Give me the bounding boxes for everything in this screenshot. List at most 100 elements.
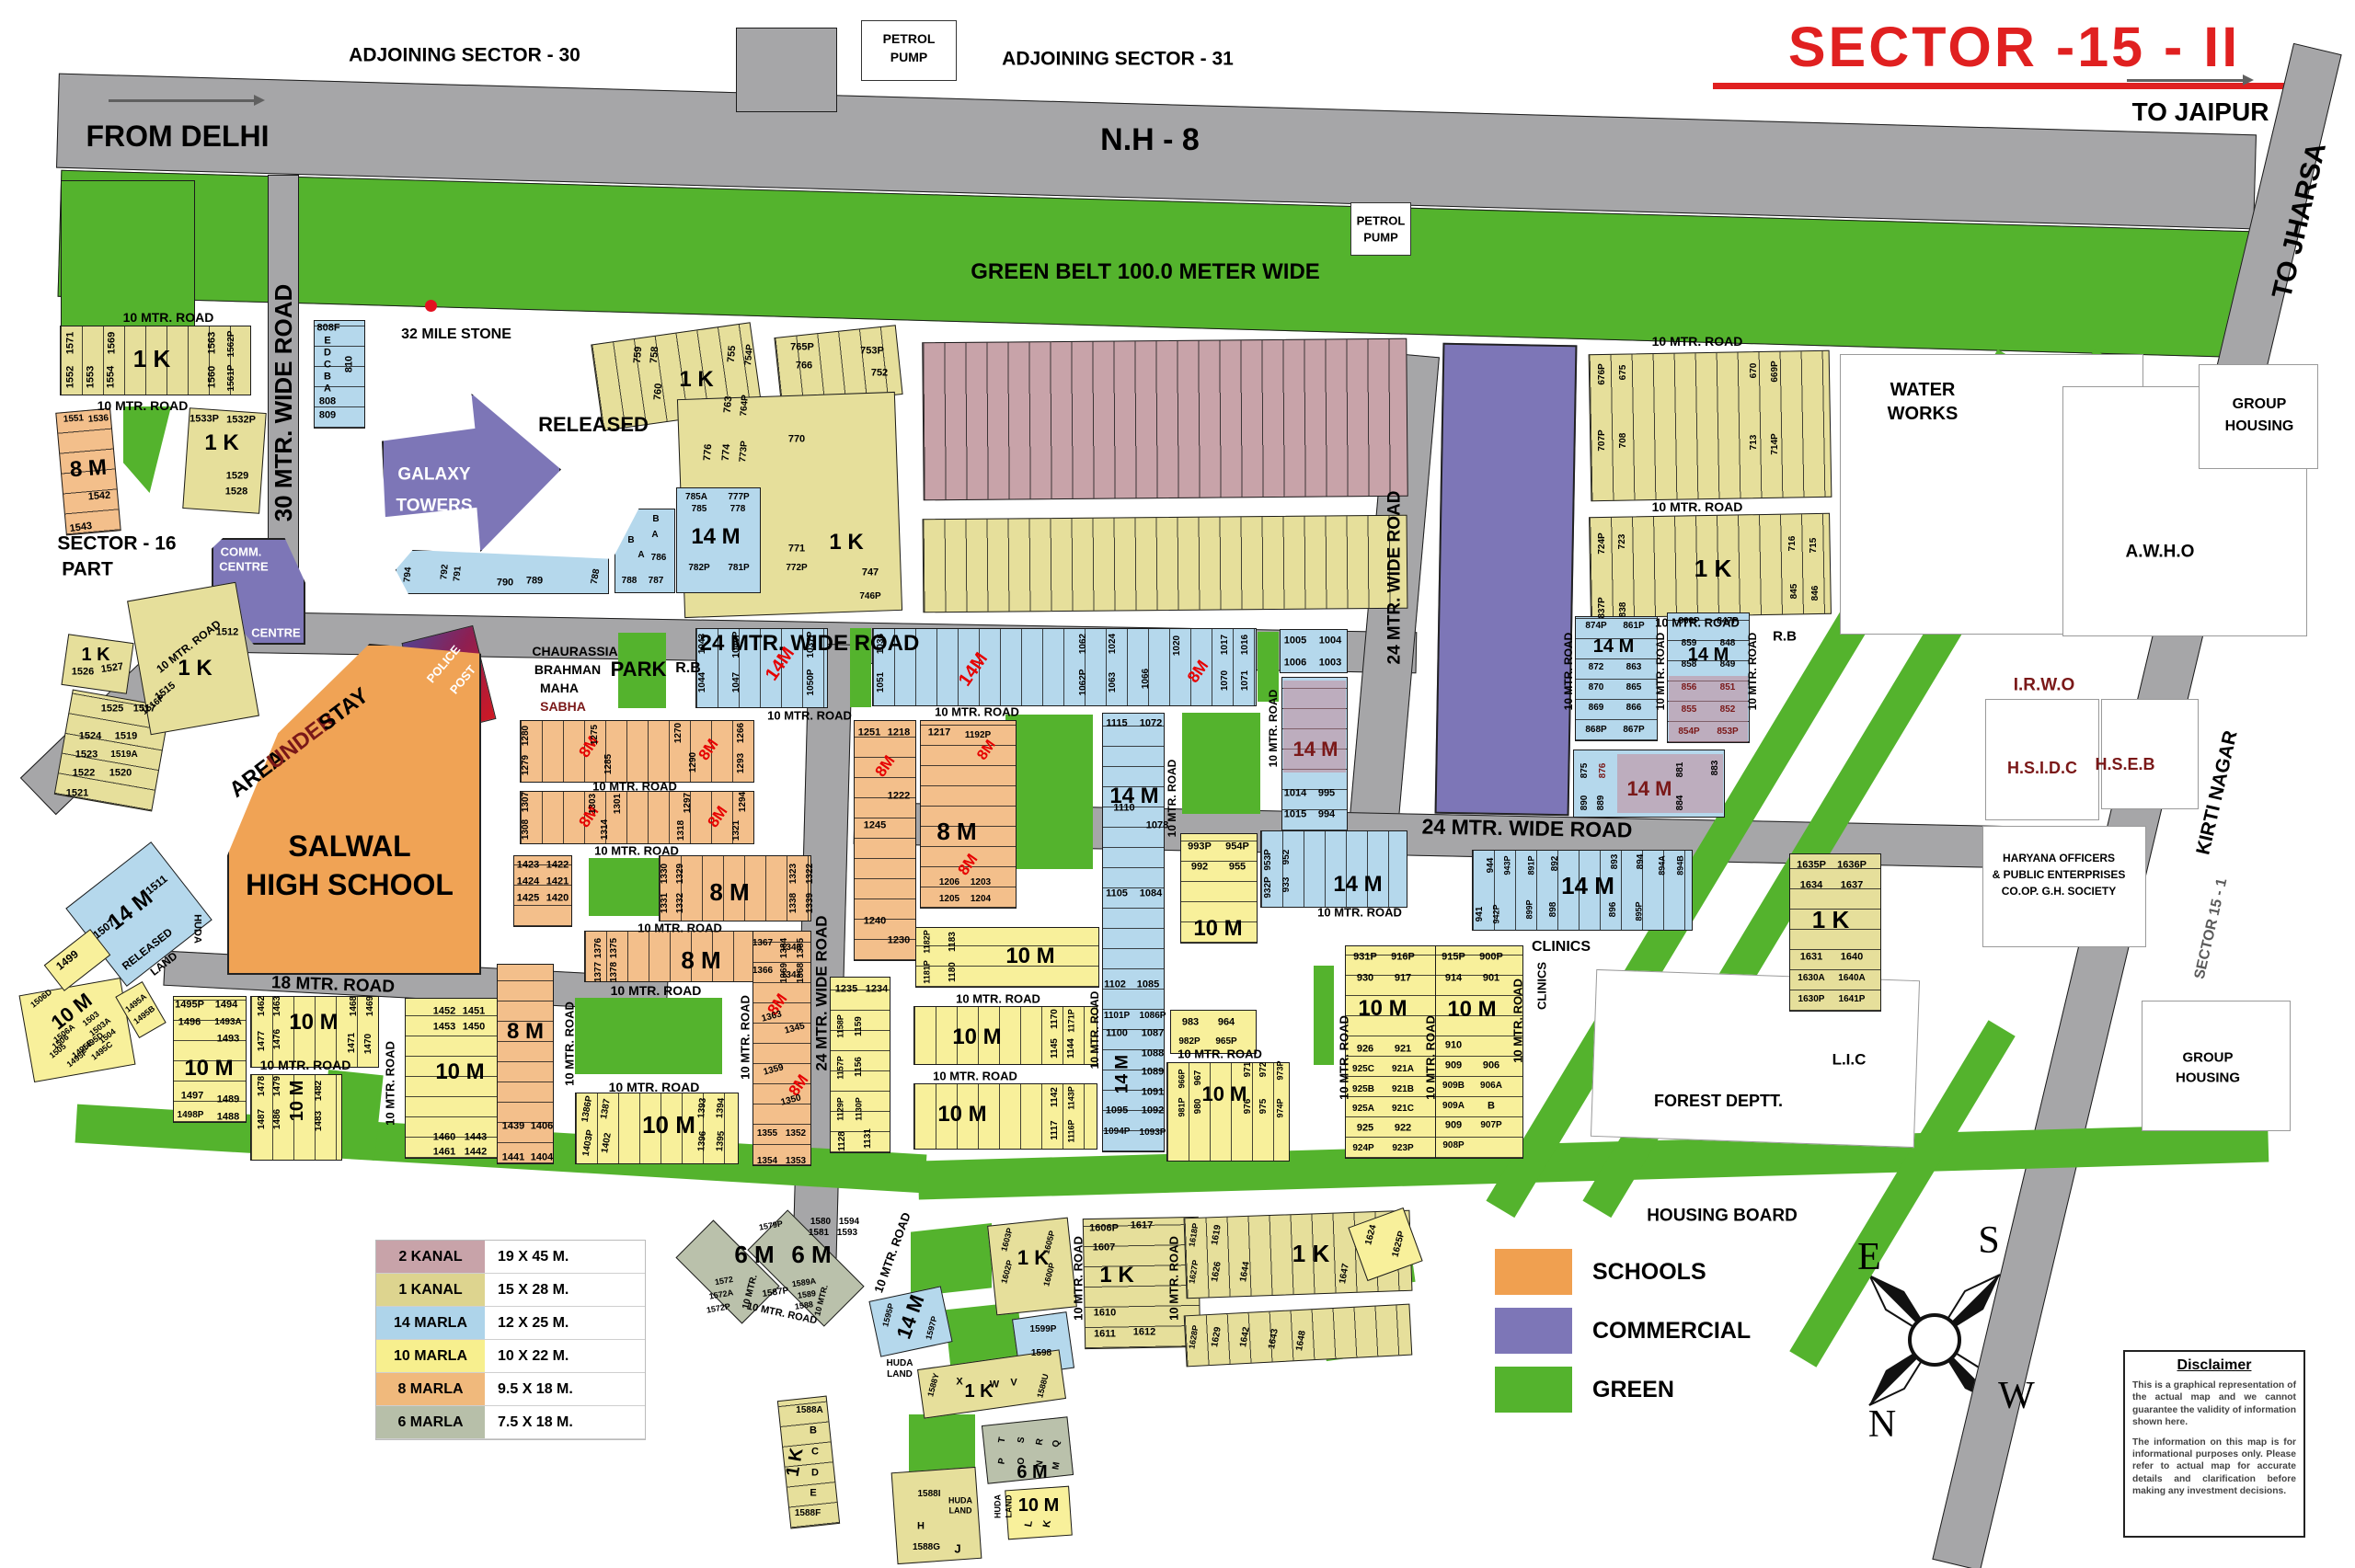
- map-label: 973P: [1275, 1060, 1285, 1081]
- map-label: N.H - 8: [1100, 122, 1200, 157]
- map-label: 854P: [1678, 727, 1700, 737]
- map-label: R: [1034, 1437, 1046, 1447]
- map-label: 931P: [1353, 951, 1377, 963]
- map-label: 1294: [738, 791, 748, 813]
- b-1635: [1789, 853, 1881, 1012]
- map-label: 1290: [688, 751, 698, 773]
- map-label: 1322: [805, 863, 815, 885]
- map-label: 1525: [100, 703, 124, 715]
- map-label: 773P: [738, 440, 750, 464]
- map-label: 781P: [728, 563, 750, 573]
- map-label: 865: [1626, 682, 1642, 692]
- map-label: 1489: [216, 1093, 240, 1105]
- road-label: 10 MTR. ROAD: [592, 779, 677, 794]
- map-label: 1606P: [1089, 1222, 1119, 1234]
- b-y-row3: [913, 1083, 1097, 1150]
- b-d: [1472, 850, 1693, 931]
- map-label: 965P: [1215, 1036, 1237, 1047]
- map-label: L.I.C: [1832, 1050, 1867, 1069]
- map-label: 1070: [1220, 670, 1230, 692]
- map-label: 1496: [178, 1016, 201, 1028]
- map-label: 1 K: [1292, 1240, 1330, 1267]
- map-label: 942P: [1491, 904, 1501, 924]
- map-label: 778: [729, 504, 746, 514]
- map-label: 10 M: [1358, 996, 1407, 1021]
- map-label: 10 M: [642, 1111, 695, 1139]
- map-label: 861P: [1623, 621, 1645, 631]
- map-label: 1014: [1283, 787, 1307, 799]
- map-label: 1353: [785, 1156, 807, 1166]
- map-label: 1130P: [854, 1097, 864, 1121]
- map-label: 1089: [1141, 1066, 1165, 1078]
- map-label: 898: [1548, 901, 1558, 918]
- map-label: 1588F: [794, 1508, 821, 1518]
- b-1158: [830, 977, 890, 1153]
- map-label: B: [627, 535, 635, 545]
- map-label: 1331: [660, 892, 670, 914]
- road-label: 10 MTR. ROAD: [610, 983, 702, 998]
- map-label: 1181P: [922, 960, 932, 984]
- map-label: 8 M: [69, 454, 108, 483]
- b-1k-strip: [922, 514, 1408, 613]
- map-label: 1394: [715, 1097, 727, 1119]
- map-label: 1521: [65, 787, 89, 799]
- map-label: 1016: [1240, 634, 1250, 656]
- map-label: 921: [1394, 1043, 1412, 1055]
- map-label: 1396: [696, 1130, 708, 1152]
- landuse-legend-row: GREEN: [1495, 1367, 1751, 1413]
- map-label: 758: [648, 346, 661, 364]
- map-label: 925B: [1352, 1084, 1374, 1094]
- map-label: 925: [1356, 1122, 1374, 1134]
- map-label: 1085: [1136, 979, 1160, 990]
- map-label: LAND: [1004, 1494, 1014, 1518]
- map-label: Q: [1051, 1439, 1063, 1448]
- landuse-swatch: [1495, 1367, 1572, 1413]
- map-label: 924P: [1352, 1143, 1374, 1153]
- map-label: HIGH SCHOOL: [246, 868, 454, 901]
- map-label: 669P: [1770, 361, 1780, 383]
- map-title: SECTOR -15 - II: [1713, 15, 2315, 89]
- map-label: 1610: [1093, 1307, 1117, 1319]
- map-label: PETROL: [1356, 213, 1406, 228]
- map-label: WATER: [1890, 380, 1956, 400]
- map-label: 1206: [938, 877, 960, 887]
- b-o2: [520, 791, 754, 844]
- map-label: 909B: [1442, 1081, 1465, 1091]
- shopping-centre: [1434, 342, 1578, 817]
- map-label: 1354: [756, 1156, 778, 1166]
- map-label: 1377: [593, 961, 603, 983]
- map-label: 847P: [1717, 616, 1739, 626]
- map-label: 1599P: [1029, 1324, 1057, 1334]
- road-label: 10 MTR. ROAD: [1423, 1015, 1438, 1100]
- legend-size-value: 10 X 22 M.: [485, 1340, 645, 1372]
- map-label: 1588A: [796, 1405, 823, 1415]
- map-label: 8 M: [506, 1019, 545, 1044]
- haryana-box: [1982, 826, 2146, 947]
- map-label: 1493: [216, 1033, 240, 1045]
- map-label: 856: [1681, 682, 1697, 692]
- map-label: 1078: [1145, 819, 1169, 831]
- b-14m-a: [1575, 616, 1658, 741]
- map-label: 1270: [673, 722, 684, 744]
- map-label: 869: [1588, 703, 1604, 713]
- map-label: 1554: [105, 365, 117, 389]
- map-label: 1280: [521, 725, 531, 747]
- map-label: A: [651, 530, 659, 540]
- map-label: 1091: [1141, 1086, 1165, 1098]
- map-label: 1087: [1141, 1027, 1165, 1039]
- map-label: 10 M: [1005, 944, 1055, 968]
- map-label: 1522: [72, 767, 96, 779]
- map-label: WORKS: [1887, 404, 1959, 424]
- b-o3: [659, 855, 811, 921]
- map-label: 1043: [697, 633, 707, 655]
- map-label: 1468: [349, 995, 359, 1017]
- b-786-bits: [615, 509, 675, 593]
- map-label: 1182P: [922, 930, 932, 954]
- map-label: SABHA: [540, 699, 586, 714]
- map-label: 1332: [675, 892, 685, 914]
- group-housing-br-box: [2142, 1001, 2291, 1131]
- road-label: 10 MTR. ROAD: [1651, 334, 1743, 349]
- map-label: B: [1488, 1100, 1495, 1112]
- map-label: 1607: [1092, 1242, 1116, 1253]
